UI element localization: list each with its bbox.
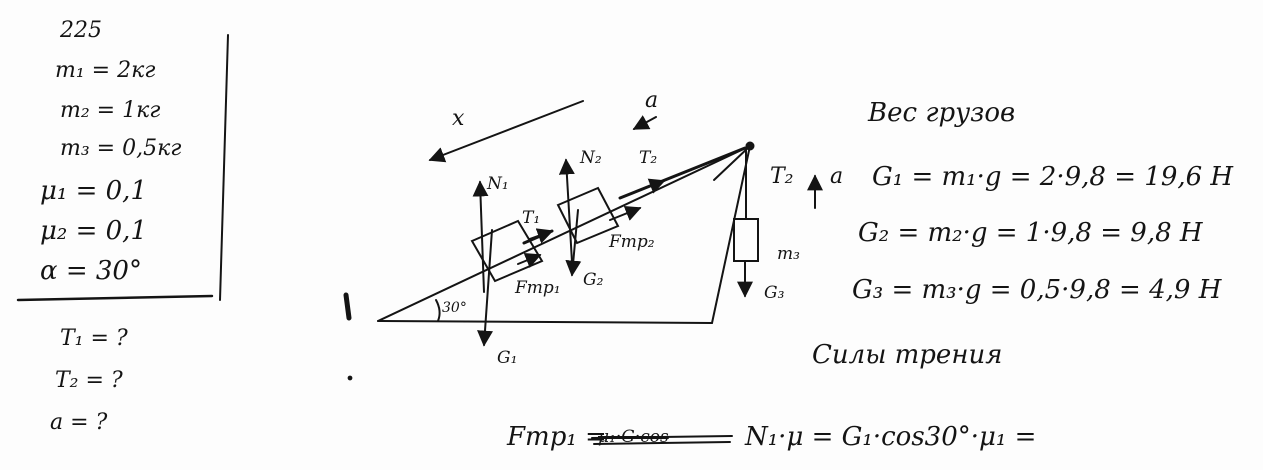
- accel-right-label: a: [830, 164, 844, 189]
- hanging-mass: [733, 218, 759, 262]
- given-line: m₁ = 2кг: [55, 58, 156, 83]
- given-horizontal-line: [16, 294, 214, 302]
- given-line: m₃ = 0,5кг: [60, 136, 182, 161]
- given-line: m₂ = 1кг: [60, 98, 161, 123]
- problem-number: 225: [60, 18, 102, 43]
- g1-arrow: [477, 229, 493, 347]
- accel-arrow: [632, 115, 657, 130]
- given-line: μ₂ = 0,1: [40, 216, 147, 246]
- angle-label: 30°: [442, 300, 467, 316]
- pulley: [745, 141, 755, 151]
- friction-lhs: Fтр₁ =: [507, 422, 607, 452]
- t2-label: T₂: [639, 148, 658, 168]
- incline-hypotenuse: [377, 145, 751, 322]
- given-line: α = 30°: [40, 256, 142, 286]
- friction-title: Силы трения: [812, 340, 1003, 370]
- given-line: μ₁ = 0,1: [40, 176, 147, 206]
- strike-scribble: [591, 435, 733, 445]
- ftr2-arrow: [609, 205, 642, 221]
- incline-base: [377, 320, 713, 324]
- g3-label: G₃: [764, 283, 785, 303]
- t1-arrow: [529, 228, 554, 244]
- ink-dot: [347, 375, 353, 381]
- g2-arrow: [565, 209, 582, 277]
- weights-title: Вес грузов: [868, 98, 1016, 128]
- t2-right-label: T₂: [770, 164, 794, 189]
- unknown-line: T₂ = ?: [55, 368, 123, 393]
- g3-equation: G₃ = m₃·g = 0,5·9,8 = 4,9 Н: [852, 275, 1222, 305]
- g1-label: G₁: [497, 348, 518, 368]
- given-vertical-line: [219, 34, 229, 301]
- ftr2-label: Fтр₂: [609, 232, 655, 252]
- incline-tip-line: [713, 145, 751, 181]
- angle-arc: [435, 299, 441, 322]
- friction-rhs: N₁·μ = G₁·cos30°·μ₁ =: [745, 422, 1037, 452]
- x-axis-arrow: [428, 100, 584, 163]
- ink-blot: [343, 292, 352, 321]
- n1-arrow: [472, 180, 489, 293]
- friction-struck-text: μ₁·G·cos: [598, 427, 669, 447]
- n2-label: N₂: [580, 148, 602, 168]
- x-axis-label: x: [452, 106, 465, 131]
- ftr1-label: Fтр₁: [515, 278, 561, 298]
- t2-arrow: [634, 178, 666, 194]
- ftr1-arrow: [517, 253, 542, 268]
- accel-label: a: [645, 88, 659, 113]
- incline-vertical-side: [711, 145, 751, 324]
- unknown-line: a = ?: [50, 410, 108, 435]
- m3-label: m₃: [777, 244, 800, 264]
- n1-label: N₁: [487, 174, 509, 194]
- n2-arrow: [558, 158, 575, 263]
- block-1: [470, 219, 544, 283]
- g2-equation: G₂ = m₂·g = 1·9,8 = 9,8 Н: [858, 218, 1203, 248]
- t1-label: T₁: [522, 208, 541, 228]
- unknown-line: T₁ = ?: [60, 326, 128, 351]
- g2-label: G₂: [583, 270, 604, 290]
- g1-equation: G₁ = m₁·g = 2·9,8 = 19,6 Н: [872, 162, 1234, 192]
